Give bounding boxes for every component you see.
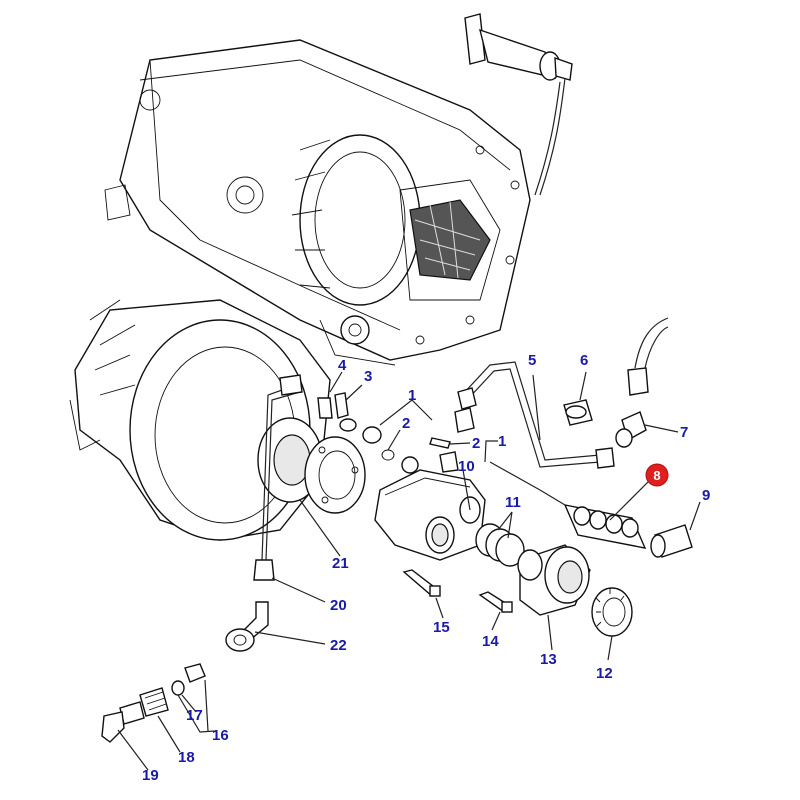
- label-12: 12: [596, 665, 613, 682]
- piston-9: [650, 524, 693, 558]
- label-21: 21: [332, 555, 349, 572]
- label-15: 15: [433, 619, 450, 636]
- bearing-12: [591, 587, 633, 637]
- fitting-1-2: [362, 407, 475, 461]
- clutch-housing: [69, 299, 366, 541]
- seal-kit-8: [563, 504, 647, 549]
- pipe-20: [253, 374, 303, 581]
- label-2b: 2: [472, 435, 480, 452]
- label-4: 4: [338, 357, 347, 374]
- transmission-housing: [104, 39, 531, 366]
- label-1a: 1: [408, 387, 416, 404]
- label-7: 7: [680, 424, 688, 441]
- label-8-highlight: 8: [645, 463, 669, 487]
- elbow-7: [615, 317, 669, 448]
- label-19: 19: [142, 767, 159, 784]
- label-20: 20: [330, 597, 347, 614]
- label-22: 22: [330, 637, 347, 654]
- leader-lines: [117, 371, 701, 771]
- bleed-screw-assembly: [101, 663, 206, 743]
- pipe-5: [457, 361, 615, 469]
- label-16: 16: [212, 727, 229, 744]
- bolts-14-15: [402, 569, 513, 613]
- label-3: 3: [364, 368, 372, 385]
- spring-11: [475, 523, 525, 567]
- master-cylinder: [464, 13, 573, 196]
- fitting-3-4: [317, 392, 357, 432]
- label-1b: 1: [498, 433, 506, 450]
- callout-labels: 1 1 2 2 3 4 5 6 7 8 9 10 11 12 13 14 15 …: [142, 352, 710, 784]
- label-9: 9: [702, 487, 710, 504]
- elbow-22: [225, 601, 269, 652]
- label-17: 17: [186, 707, 203, 724]
- label-14: 14: [482, 633, 499, 650]
- label-10: 10: [458, 458, 475, 475]
- label-5: 5: [528, 352, 536, 369]
- label-13: 13: [540, 651, 557, 668]
- bearing-carrier-13: [517, 544, 591, 616]
- label-8: 8: [653, 468, 660, 483]
- label-6: 6: [580, 352, 588, 369]
- union-6: [563, 399, 593, 426]
- slave-cylinder-body: [374, 451, 486, 561]
- label-11: 11: [505, 494, 521, 511]
- label-2a: 2: [402, 415, 410, 432]
- label-18: 18: [178, 749, 195, 766]
